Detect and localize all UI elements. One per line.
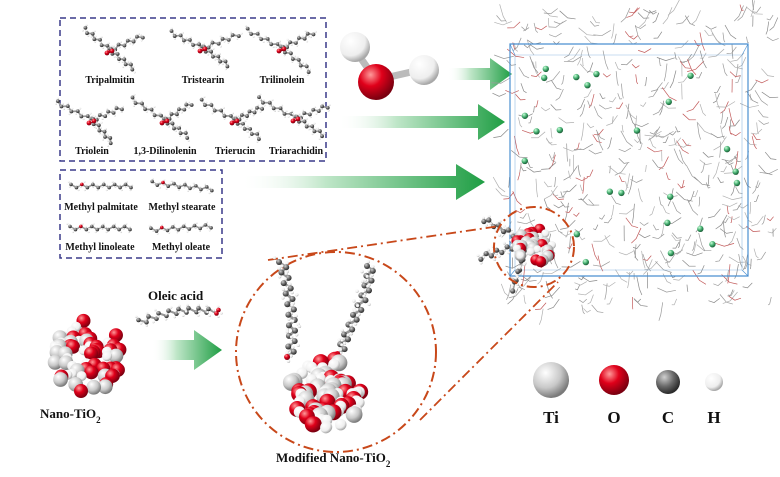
o-atom-icon [599,365,629,395]
ester-molecule [148,221,213,235]
particle-in-box [476,214,556,297]
small-dashed-circle [493,206,575,288]
ti-atom-icon [533,362,569,398]
triglyceride-molecule [55,97,124,147]
connector-lower [419,281,559,421]
nano-tio2-label: Nano-TiO2 [40,406,101,425]
label-trierucin: Trierucin [215,146,256,157]
ester-molecule [67,180,134,192]
triglyceride-molecule [130,93,194,142]
ester-box [59,169,223,259]
triglyceride-molecule [199,95,265,143]
arrow-nano-to-modified [152,330,222,370]
triglyceride-molecule [257,93,331,140]
label-methyl-linoleate: Methyl linoleate [65,242,135,253]
oleic-acid-label: Oleic acid [148,288,204,303]
modified-nanoparticle [272,256,376,434]
arrow-water-to-box [448,58,512,90]
triglyceride-molecule [169,27,243,71]
triglyceride-box [59,17,327,162]
h-atom-icon [705,373,723,391]
legend-h: H [707,408,720,427]
label-triolein: Triolein [75,146,109,157]
zoom-connector [235,206,575,453]
triglyceride-molecule [244,24,317,76]
label-tristearin: Tristearin [182,75,225,86]
connector-upper [267,225,501,261]
label-methyl-palmitate: Methyl palmitate [64,202,138,213]
arrow-ester-to-box [240,164,485,200]
modified-nano-tio2-label: Modified Nano-TiO2 [276,450,391,469]
water-clusters [521,65,741,266]
oleic-acid-molecule [134,303,223,327]
ester-panel: Methyl palmitate Methyl stearate Methyl … [59,169,223,259]
simulation-box [476,0,779,325]
legend-c: C [662,408,674,427]
legend-ti: Ti [543,408,559,427]
label-trilinolein: Trilinolein [260,75,305,86]
legend-o: O [607,408,620,427]
label-triarachidin: Triarachidin [269,146,324,157]
ester-molecule [150,177,214,195]
large-dashed-circle [235,251,437,453]
label-tripalmitin: Tripalmitin [85,75,135,86]
c-atom-icon [656,370,680,394]
ester-molecule [66,222,132,234]
arrow-triglyceride-to-box [338,104,505,140]
label-dilinolenin: 1,3-Dilinolenin [133,146,197,157]
triglyceride-molecule [81,24,145,74]
label-methyl-stearate: Methyl stearate [149,202,216,213]
liquid-molecules [491,0,779,325]
nano-tio2-cluster [47,313,127,399]
triglyceride-molecules [55,24,331,147]
triglyceride-panel: Tripalmitin Tristearin Trilinolein Triol… [55,17,331,162]
ester-molecules [66,177,214,235]
atom-legend: Ti O C H [533,362,723,427]
water-molecule-icon [340,32,439,100]
label-methyl-oleate: Methyl oleate [152,242,211,253]
